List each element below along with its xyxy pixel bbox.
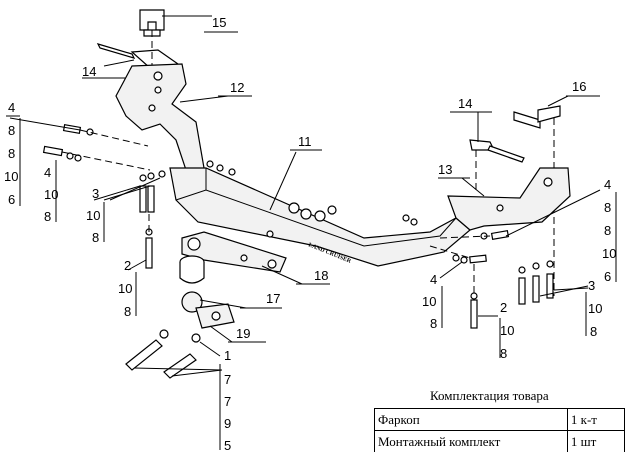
svg-text:8: 8 (8, 123, 15, 138)
right-bolt-group-a (439, 229, 510, 241)
side-bracket-13-right (447, 167, 571, 231)
tow-ball-cap (179, 255, 205, 284)
svg-text:3: 3 (588, 278, 595, 293)
right-lower-set-labels: 2 10 8 (500, 300, 514, 361)
svg-text:8: 8 (604, 200, 611, 215)
callout-18: 18 (314, 268, 328, 283)
left-bolt-group-b-labels: 4 10 8 (44, 165, 58, 224)
svg-text:7: 7 (224, 394, 231, 409)
right-bolt-group-b-labels: 4 10 8 (422, 272, 437, 331)
svg-text:10: 10 (4, 169, 18, 184)
left-bolt-group-a (62, 123, 149, 147)
callout-14-left: 14 (82, 64, 96, 79)
left-bolt-group-a-labels: 4 8 8 10 6 (4, 100, 18, 207)
callout-12: 12 (230, 80, 244, 95)
callout-16: 16 (572, 79, 586, 94)
svg-text:10: 10 (588, 301, 602, 316)
right-bolt-group-a-labels: 4 8 8 10 6 (602, 177, 616, 284)
right-vertical-bolts (518, 260, 554, 305)
callout-11: 11 (298, 134, 312, 149)
callout-15: 15 (212, 15, 226, 30)
kit-item-name: Монтажный комплект (374, 430, 568, 452)
svg-text:9: 9 (224, 416, 231, 431)
svg-text:8: 8 (500, 346, 507, 361)
bracket-15 (139, 9, 165, 37)
svg-text:5: 5 (224, 438, 231, 452)
svg-text:10: 10 (602, 246, 616, 261)
svg-text:3: 3 (92, 186, 99, 201)
ball-mount-bolts (125, 329, 201, 379)
svg-text:1: 1 (224, 348, 231, 363)
table-row: Фаркоп 1 к-т (374, 408, 625, 431)
tow-ball-17 (181, 291, 235, 329)
left-vertical-bolts (139, 170, 166, 269)
kit-item-qty: 1 к-т (566, 408, 625, 431)
right-lower-bolt (470, 264, 478, 329)
callout-19: 19 (236, 326, 250, 341)
svg-text:8: 8 (430, 316, 437, 331)
ball-bolt-labels: 1 7 7 9 5 (224, 348, 231, 452)
svg-text:2: 2 (124, 258, 131, 273)
kit-item-qty: 1 шт (566, 430, 625, 452)
right-bolt-group-b (429, 245, 487, 264)
left-bracket-set-labels: 3 10 8 (86, 186, 100, 245)
svg-text:2: 2 (500, 300, 507, 315)
strap-bracket-14-right (469, 139, 525, 163)
svg-text:10: 10 (500, 323, 514, 338)
callout-13: 13 (438, 162, 452, 177)
left-lower-set-labels: 2 10 8 (118, 258, 132, 319)
kit-item-name: Фаркоп (374, 408, 568, 431)
svg-text:10: 10 (86, 208, 100, 223)
kit-contents-grid: Фаркоп 1 к-т Монтажный комплект 1 шт (374, 408, 625, 452)
svg-text:6: 6 (8, 192, 15, 207)
svg-text:4: 4 (8, 100, 15, 115)
svg-text:10: 10 (422, 294, 436, 309)
svg-text:8: 8 (604, 223, 611, 238)
bracket-16 (513, 105, 561, 129)
side-bracket-12-left (115, 63, 205, 171)
left-bolt-group-b (42, 145, 151, 171)
svg-text:6: 6 (604, 269, 611, 284)
kit-contents-title: Комплектация товара (430, 388, 549, 403)
svg-text:4: 4 (430, 272, 437, 287)
ball-plate-18 (181, 231, 287, 273)
table-row: Монтажный комплект 1 шт (374, 430, 625, 452)
svg-text:7: 7 (224, 372, 231, 387)
cross-beam-11: LAND CRUISER (169, 167, 471, 267)
svg-text:8: 8 (44, 209, 51, 224)
svg-text:8: 8 (8, 146, 15, 161)
svg-text:10: 10 (118, 281, 132, 296)
callout-17: 17 (266, 291, 280, 306)
svg-text:8: 8 (92, 230, 99, 245)
svg-text:10: 10 (44, 187, 58, 202)
callout-14-right: 14 (458, 96, 472, 111)
right-bracket-set-labels: 3 10 8 (588, 278, 602, 339)
svg-text:8: 8 (590, 324, 597, 339)
svg-text:4: 4 (604, 177, 611, 192)
svg-text:4: 4 (44, 165, 51, 180)
kit-contents-table: Комплектация товара Фаркоп 1 к-т Монтажн… (374, 382, 625, 452)
svg-text:8: 8 (124, 304, 131, 319)
